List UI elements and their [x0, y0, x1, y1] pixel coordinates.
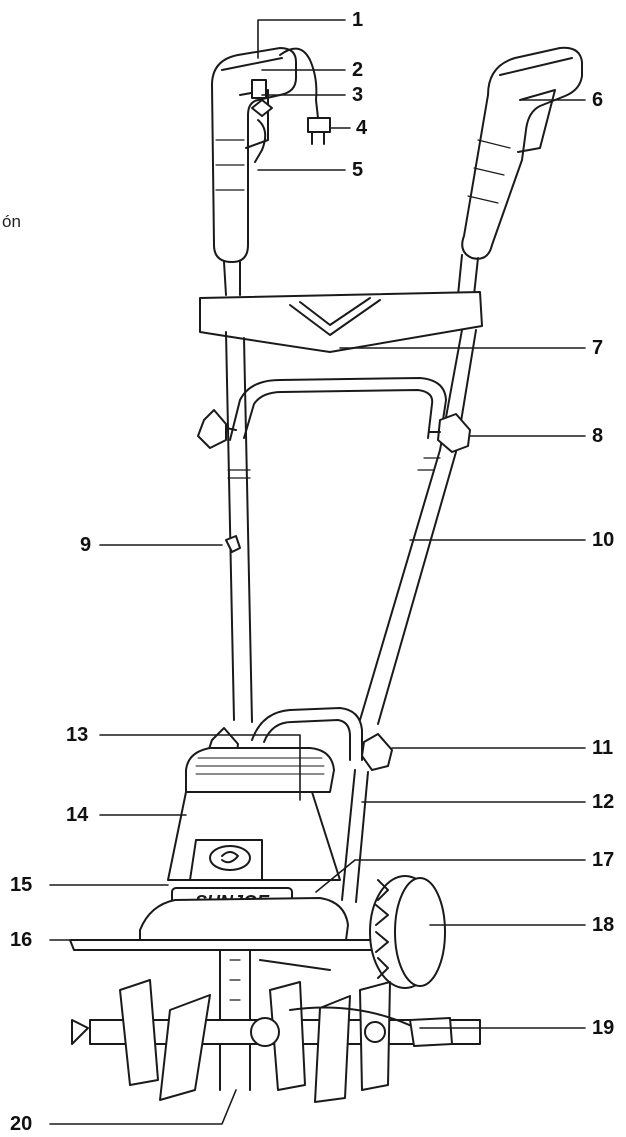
callout-19: 19	[592, 1017, 615, 1039]
callout-15: 15	[10, 874, 33, 896]
callout-7: 7	[592, 337, 604, 359]
callout-11: 11	[592, 737, 614, 759]
right-handle-tube	[359, 329, 477, 725]
callout-12: 12	[592, 791, 615, 813]
motor-housing	[167, 747, 341, 915]
left-handle-tube	[225, 331, 253, 723]
callout-1: 1	[352, 9, 364, 31]
tine-assembly	[71, 949, 481, 1103]
callout-20: 20	[10, 1113, 33, 1135]
callout-8: 8	[592, 425, 604, 447]
lower-knob-right	[361, 733, 393, 771]
callout-13: 13	[66, 724, 89, 746]
tine-shield	[69, 897, 421, 951]
lower-u-frame	[229, 377, 447, 441]
callout-18: 18	[592, 914, 615, 936]
left-handle-grip	[211, 47, 297, 263]
handle-cross-brace	[199, 291, 483, 353]
callout-9: 9	[80, 534, 92, 556]
handle-knob-right	[429, 413, 471, 453]
upper-handle-tubes	[223, 254, 479, 296]
callout-16: 16	[10, 929, 33, 951]
right-handle-grip	[461, 46, 583, 260]
wheel-support-rod	[341, 769, 369, 903]
lower-handle-bracket	[251, 707, 363, 761]
power-cord-with-plug	[279, 47, 331, 145]
callout-3: 3	[352, 84, 364, 106]
callout-10: 10	[592, 529, 615, 551]
wheel	[369, 875, 446, 989]
cord-retainer	[254, 119, 267, 163]
text-fragment: ón	[2, 212, 21, 231]
callout-4: 4	[356, 117, 368, 139]
callout-6: 6	[592, 89, 604, 111]
handle-knob-left	[197, 409, 237, 449]
callout-leader-lines	[49, 19, 586, 1125]
callout-14: 14	[66, 804, 89, 826]
callout-2: 2	[352, 59, 364, 81]
cord-hook	[225, 535, 241, 553]
callout-17: 17	[592, 849, 615, 871]
callout-5: 5	[352, 159, 364, 181]
